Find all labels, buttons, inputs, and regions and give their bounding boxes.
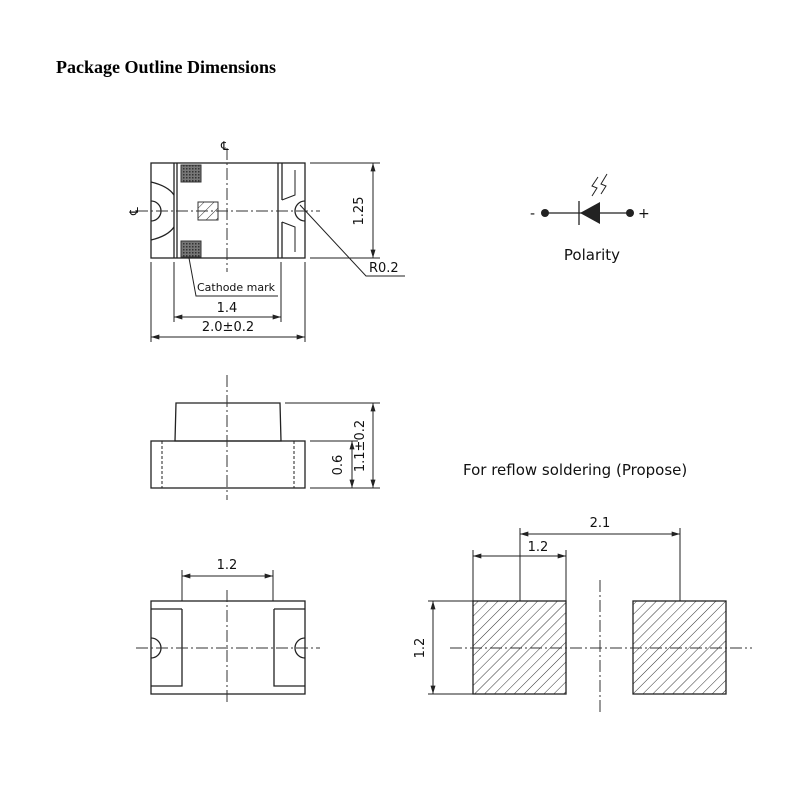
reflow-heading: For reflow soldering (Propose) [463,461,687,479]
polarity-minus: - [530,206,535,222]
reflow-footprint: For reflow soldering (Propose) 2.1 1.2 1… [413,461,752,712]
top-view: ℄ ℄ 1.25 R0.2 Cathode mark 1.4 2.0±0.2 [127,139,405,342]
polarity-plus: + [638,206,650,222]
dim-base-height-label: 0.6 [331,455,346,476]
dim-total-height-label: 1.1±0.2 [353,420,368,472]
dim-pad-height-label: 1.2 [413,638,428,659]
dim-radius-label: R0.2 [369,261,399,276]
dim-width-label: 2.0±0.2 [202,320,254,335]
dim-gap-label: 1.2 [217,558,238,573]
side-view: 0.6 1.1±0.2 [150,375,380,500]
dim-height-label: 1.25 [352,197,367,226]
polarity-label: Polarity [564,246,620,264]
cathode-mark-label: Cathode mark [197,281,276,294]
dim-pad-width-label: 1.2 [528,540,549,555]
centerline-symbol-vertical: ℄ [220,139,229,153]
page-title: Package Outline Dimensions [56,57,277,77]
polarity-symbol: - + Polarity [530,173,650,264]
dim-pitch-label: 2.1 [590,516,611,531]
diode-icon [580,202,600,224]
bottom-view: 1.2 [136,558,320,705]
dim-inner-width-label: 1.4 [217,301,238,316]
centerline-symbol-horizontal: ℄ [127,207,141,216]
